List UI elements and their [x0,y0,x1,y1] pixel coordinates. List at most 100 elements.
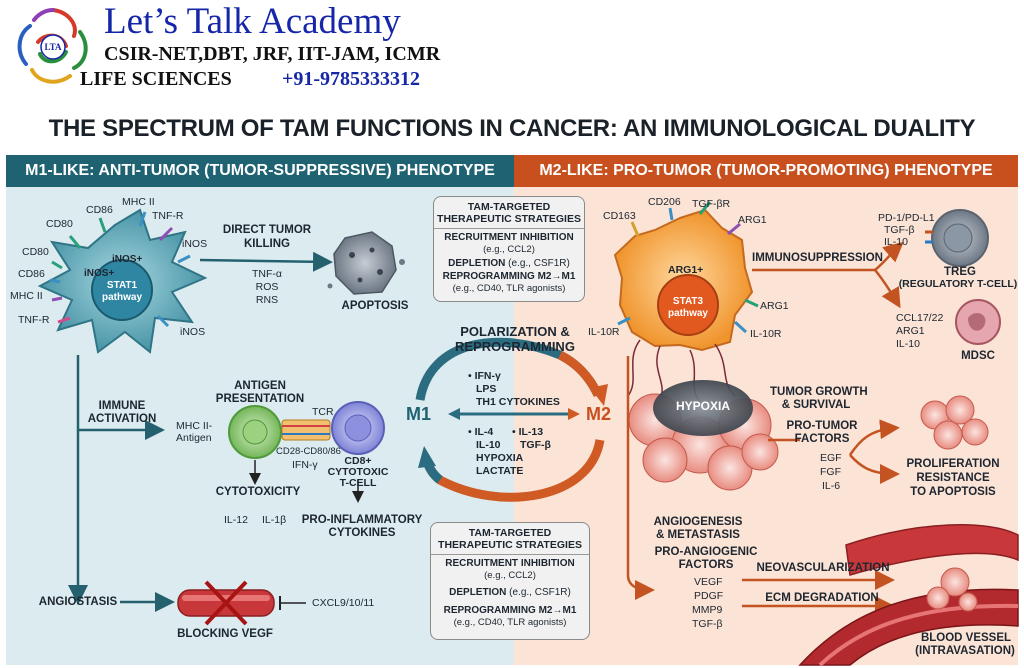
mdsc-factor: CCL17/22 [896,312,944,324]
m2-receptor-label: CD206 [648,196,681,208]
therapy-recruitment-example: (e.g., CCL2) [483,244,535,255]
blood-vessel-label: BLOOD VESSEL [920,632,1012,644]
m1-to-m2-signal: • IFN-γ [468,370,501,382]
hypoxia-label: HYPOXIA [675,399,730,413]
pro-tumor-factors-title: FACTORS [794,433,850,445]
therapy-reprogramming: REPROGRAMMING M2→M1 [442,271,576,282]
proliferating-cells [920,395,989,450]
apoptotic-tumor-cell [327,231,405,295]
angiogenic-factor: VEGF [694,576,723,588]
angiogenic-factor: PDGF [694,590,724,602]
m1-inos-label: iNOS+ [84,268,115,279]
pro-angiogenic-title: FACTORS [678,559,734,571]
m1-receptor-label: MHC II [122,196,155,208]
direct-killing-title: KILLING [244,238,290,250]
blood-vessel [798,524,1019,667]
m1-receptor-label: CD86 [86,204,113,216]
m2-receptor-label: IL-10R [588,326,620,338]
cd8-label: CYTOTOXIC [327,466,389,478]
angiogenesis-title: ANGIOGENESIS [653,516,743,528]
proliferation-label: PROLIFERATION [906,458,1000,470]
m2-panel-header: M2-LIKE: PRO-TUMOR (TUMOR-PROMOTING) PHE… [514,155,1018,187]
m1-receptor-label: MHC II [10,290,43,302]
mdsc-label: MDSC [961,350,995,362]
mhc-antigen-label: MHC II- [176,420,213,432]
therapy-reprogramming: REPROGRAMMING M2→M1 [443,605,577,616]
m2-receptor-label: IL-10R [750,328,782,340]
mdsc-cell [955,299,1001,345]
blocked-vessel [177,580,275,626]
therapy-depletion-title: DEPLETION [449,587,507,598]
antigen-presenting-cell [228,405,282,459]
m1-to-m2-signal: TH1 CYTOKINES [476,396,560,408]
therapy-depletion-example: (e.g., CSF1R) [505,258,570,269]
cxcl-label: CXCL9/10/11 [312,597,375,609]
cd8-label: CD8+ [344,455,372,467]
therapy-title: TAM-TARGETED [467,201,551,213]
therapy-box-bottom: TAM-TARGETED THERAPEUTIC STRATEGIES RECR… [430,522,590,640]
mhc-antigen-label: Antigen [176,432,212,444]
proliferation-label: RESISTANCE [916,472,990,484]
proinflammatory-label: CYTOKINES [328,527,396,539]
therapy-recruitment-example: (e.g., CCL2) [484,570,536,581]
academy-logo-icon: LTA [17,8,88,84]
immune-activation-label: IMMUNE [98,400,146,412]
apoptosis-label: APOPTOSIS [341,300,409,312]
il12-label: IL-12 [224,514,248,526]
m2-signal: LACTATE [476,465,524,477]
pro-tumor-factor: FGF [820,466,841,478]
therapy-reprogramming-example: (e.g., CD40, TLR agonists) [452,283,566,294]
tumor-growth-title: TUMOR GROWTH [770,386,868,398]
therapy-depletion-example: (e.g., CSF1R) [506,587,571,598]
m2-signal: HYPOXIA [476,452,524,464]
il1b-label: IL-1β [262,514,287,526]
m2-receptor-label: CD163 [603,210,636,222]
antigen-presentation-title: PRESENTATION [215,393,305,405]
academy-exams: CSIR-NET,DBT, JRF, IIT-JAM, ICMR [104,43,441,65]
tcr-label: TCR [312,406,334,418]
m2-receptors [617,201,759,334]
angiogenic-factor: TGF-β [692,618,723,630]
pro-tumor-factors-title: PRO-TUMOR [786,420,858,432]
therapy-title: THERAPEUTIC STRATEGIES [434,213,584,229]
m1-to-m2-signal: LPS [476,383,497,395]
antigen-presentation-title: ANTIGEN [234,380,286,392]
m1-receptor-label: TNF-R [152,210,184,222]
m1-receptor-label: iNOS [182,238,208,250]
blocking-vegf-label: BLOCKING VEGF [177,628,273,640]
diagram-title: THE SPECTRUM OF TAM FUNCTIONS IN CANCER:… [48,115,976,142]
angiogenic-factor: MMP9 [692,604,723,616]
academy-phone: +91-9785333312 [282,68,421,90]
m1-receptor-label: CD86 [18,268,45,280]
academy-subject: LIFE SCIENCES [80,68,232,90]
neovascularization-label: NEOVASCULARIZATION [756,562,890,574]
immune-activation-label: ACTIVATION [87,413,157,425]
therapy-depletion: DEPLETION (e.g., CSF1R) [431,587,589,599]
therapy-recruitment: RECRUITMENT INHIBITION [444,232,574,243]
treg-factor: PD-1/PD-L1 [878,212,935,224]
tumor-growth-title: & SURVIVAL [781,399,851,411]
pro-tumor-factor: IL-6 [822,480,841,492]
direct-killing-title: DIRECT TUMOR [222,224,312,236]
stat1-pathway-label: pathway [102,292,143,303]
treg-factor: TGF-β [884,224,915,236]
arg1-label: ARG1+ [668,264,704,276]
m1-receptor-label: CD80 [22,246,49,258]
logo-text: LTA [44,42,62,52]
stat3-pathway-label: pathway [667,308,708,319]
pro-angiogenic-title: PRO-ANGIOGENIC [654,546,758,558]
m2-macrophage [613,208,754,352]
therapy-box-top: TAM-TARGETED THERAPEUTIC STRATEGIES RECR… [433,196,585,302]
treg-label: (REGULATORY T-CELL) [898,278,1018,290]
m1-macrophage [37,208,208,354]
m2-signal: TGF-β [520,439,551,451]
m1-receptors [49,211,191,328]
cytotoxicity-label: CYTOTOXICITY [215,486,301,498]
costim-label: CD28-CD80/86 [276,446,341,457]
angiostasis-label: ANGIOSTASIS [38,596,118,608]
therapy-reprogramming-example: (e.g., CD40, TLR agonists) [453,617,567,628]
treg-cell [925,209,989,267]
m1-inos-label: iNOS+ [112,254,143,265]
therapy-title: THERAPEUTIC STRATEGIES [431,539,589,555]
